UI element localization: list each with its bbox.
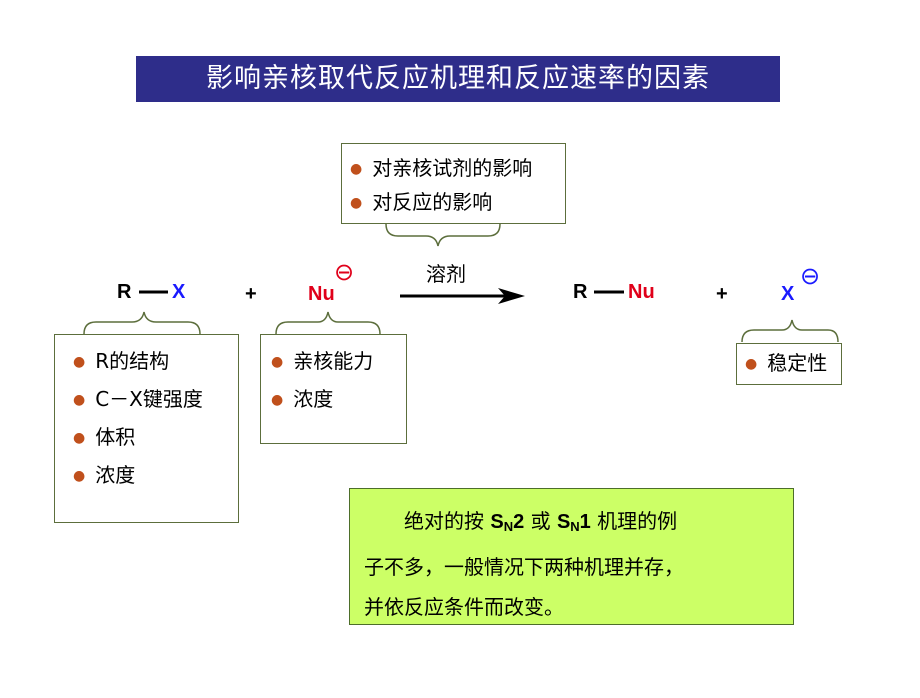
- list-item: ● 浓度: [73, 457, 238, 495]
- list-item: ● 浓度: [271, 381, 406, 419]
- bullet-icon: ●: [745, 356, 758, 372]
- bullet-icon: ●: [350, 195, 363, 211]
- plus-sign: +: [716, 283, 728, 305]
- bullet-icon: ●: [271, 354, 284, 370]
- note-line-1: 绝对的按 SN2 或 SN1 机理的例: [404, 509, 678, 534]
- list-item: ● R的结构: [73, 343, 238, 381]
- item-label: 对亲核试剂的影响: [372, 156, 533, 180]
- leaving-group-box: ● 稳定性: [736, 343, 842, 385]
- list-item: ● 稳定性: [745, 345, 841, 383]
- product-nu: Nu: [628, 281, 655, 303]
- nucleophile: Nu: [308, 283, 335, 305]
- bullet-icon: ●: [271, 392, 284, 408]
- product-r: R: [573, 281, 588, 303]
- list-item: ● 亲核能力: [271, 343, 406, 381]
- nu-brace: [275, 311, 381, 335]
- list-item: ● 对反应的影响: [350, 186, 565, 220]
- substrate-factors-box: ● R的结构 ● C－X键强度 ● 体积 ● 浓度: [54, 334, 239, 523]
- item-label: 亲核能力: [293, 349, 374, 373]
- item-label: 浓度: [293, 387, 334, 411]
- item-label: 稳定性: [767, 351, 828, 375]
- note-line-3: 并依反应条件而改变。: [364, 595, 564, 619]
- solvent-label: 溶剂: [426, 262, 466, 286]
- note-line-2: 子不多，一般情况下两种机理并存，: [364, 555, 684, 579]
- solvent-effect-box: ● 对亲核试剂的影响 ● 对反应的影响: [341, 143, 566, 224]
- nucleophile-factors-box: ● 亲核能力 ● 浓度: [260, 334, 407, 444]
- leaving-group: X: [781, 283, 795, 305]
- list-item: ● C－X键强度: [73, 381, 238, 419]
- list-item: ● 对亲核试剂的影响: [350, 152, 565, 186]
- list-item: ● 体积: [73, 419, 238, 457]
- item-label: R的结构: [95, 349, 170, 373]
- page-title: 影响亲核取代反应机理和反应速率的因素: [136, 56, 780, 102]
- top-brace: [385, 223, 501, 247]
- bullet-icon: ●: [350, 161, 363, 177]
- bullet-icon: ●: [73, 430, 86, 446]
- item-label: 浓度: [95, 463, 136, 487]
- rx-brace: [83, 311, 201, 335]
- reaction-arrow-head: [498, 288, 525, 304]
- reactant-x: X: [172, 281, 186, 303]
- plus-sign: +: [245, 283, 257, 305]
- item-label: 体积: [95, 425, 136, 449]
- bullet-icon: ●: [73, 468, 86, 484]
- bullet-icon: ●: [73, 354, 86, 370]
- item-label: C－X键强度: [95, 387, 203, 411]
- negative-charge-icon: ⊖: [800, 262, 821, 290]
- negative-charge-icon: ⊖: [334, 258, 355, 286]
- bullet-icon: ●: [73, 392, 86, 408]
- x-brace: [741, 319, 839, 343]
- note-box: 绝对的按 SN2 或 SN1 机理的例 子不多，一般情况下两种机理并存， 并依反…: [349, 488, 794, 625]
- reactant-r: R: [117, 281, 132, 303]
- item-label: 对反应的影响: [372, 190, 493, 214]
